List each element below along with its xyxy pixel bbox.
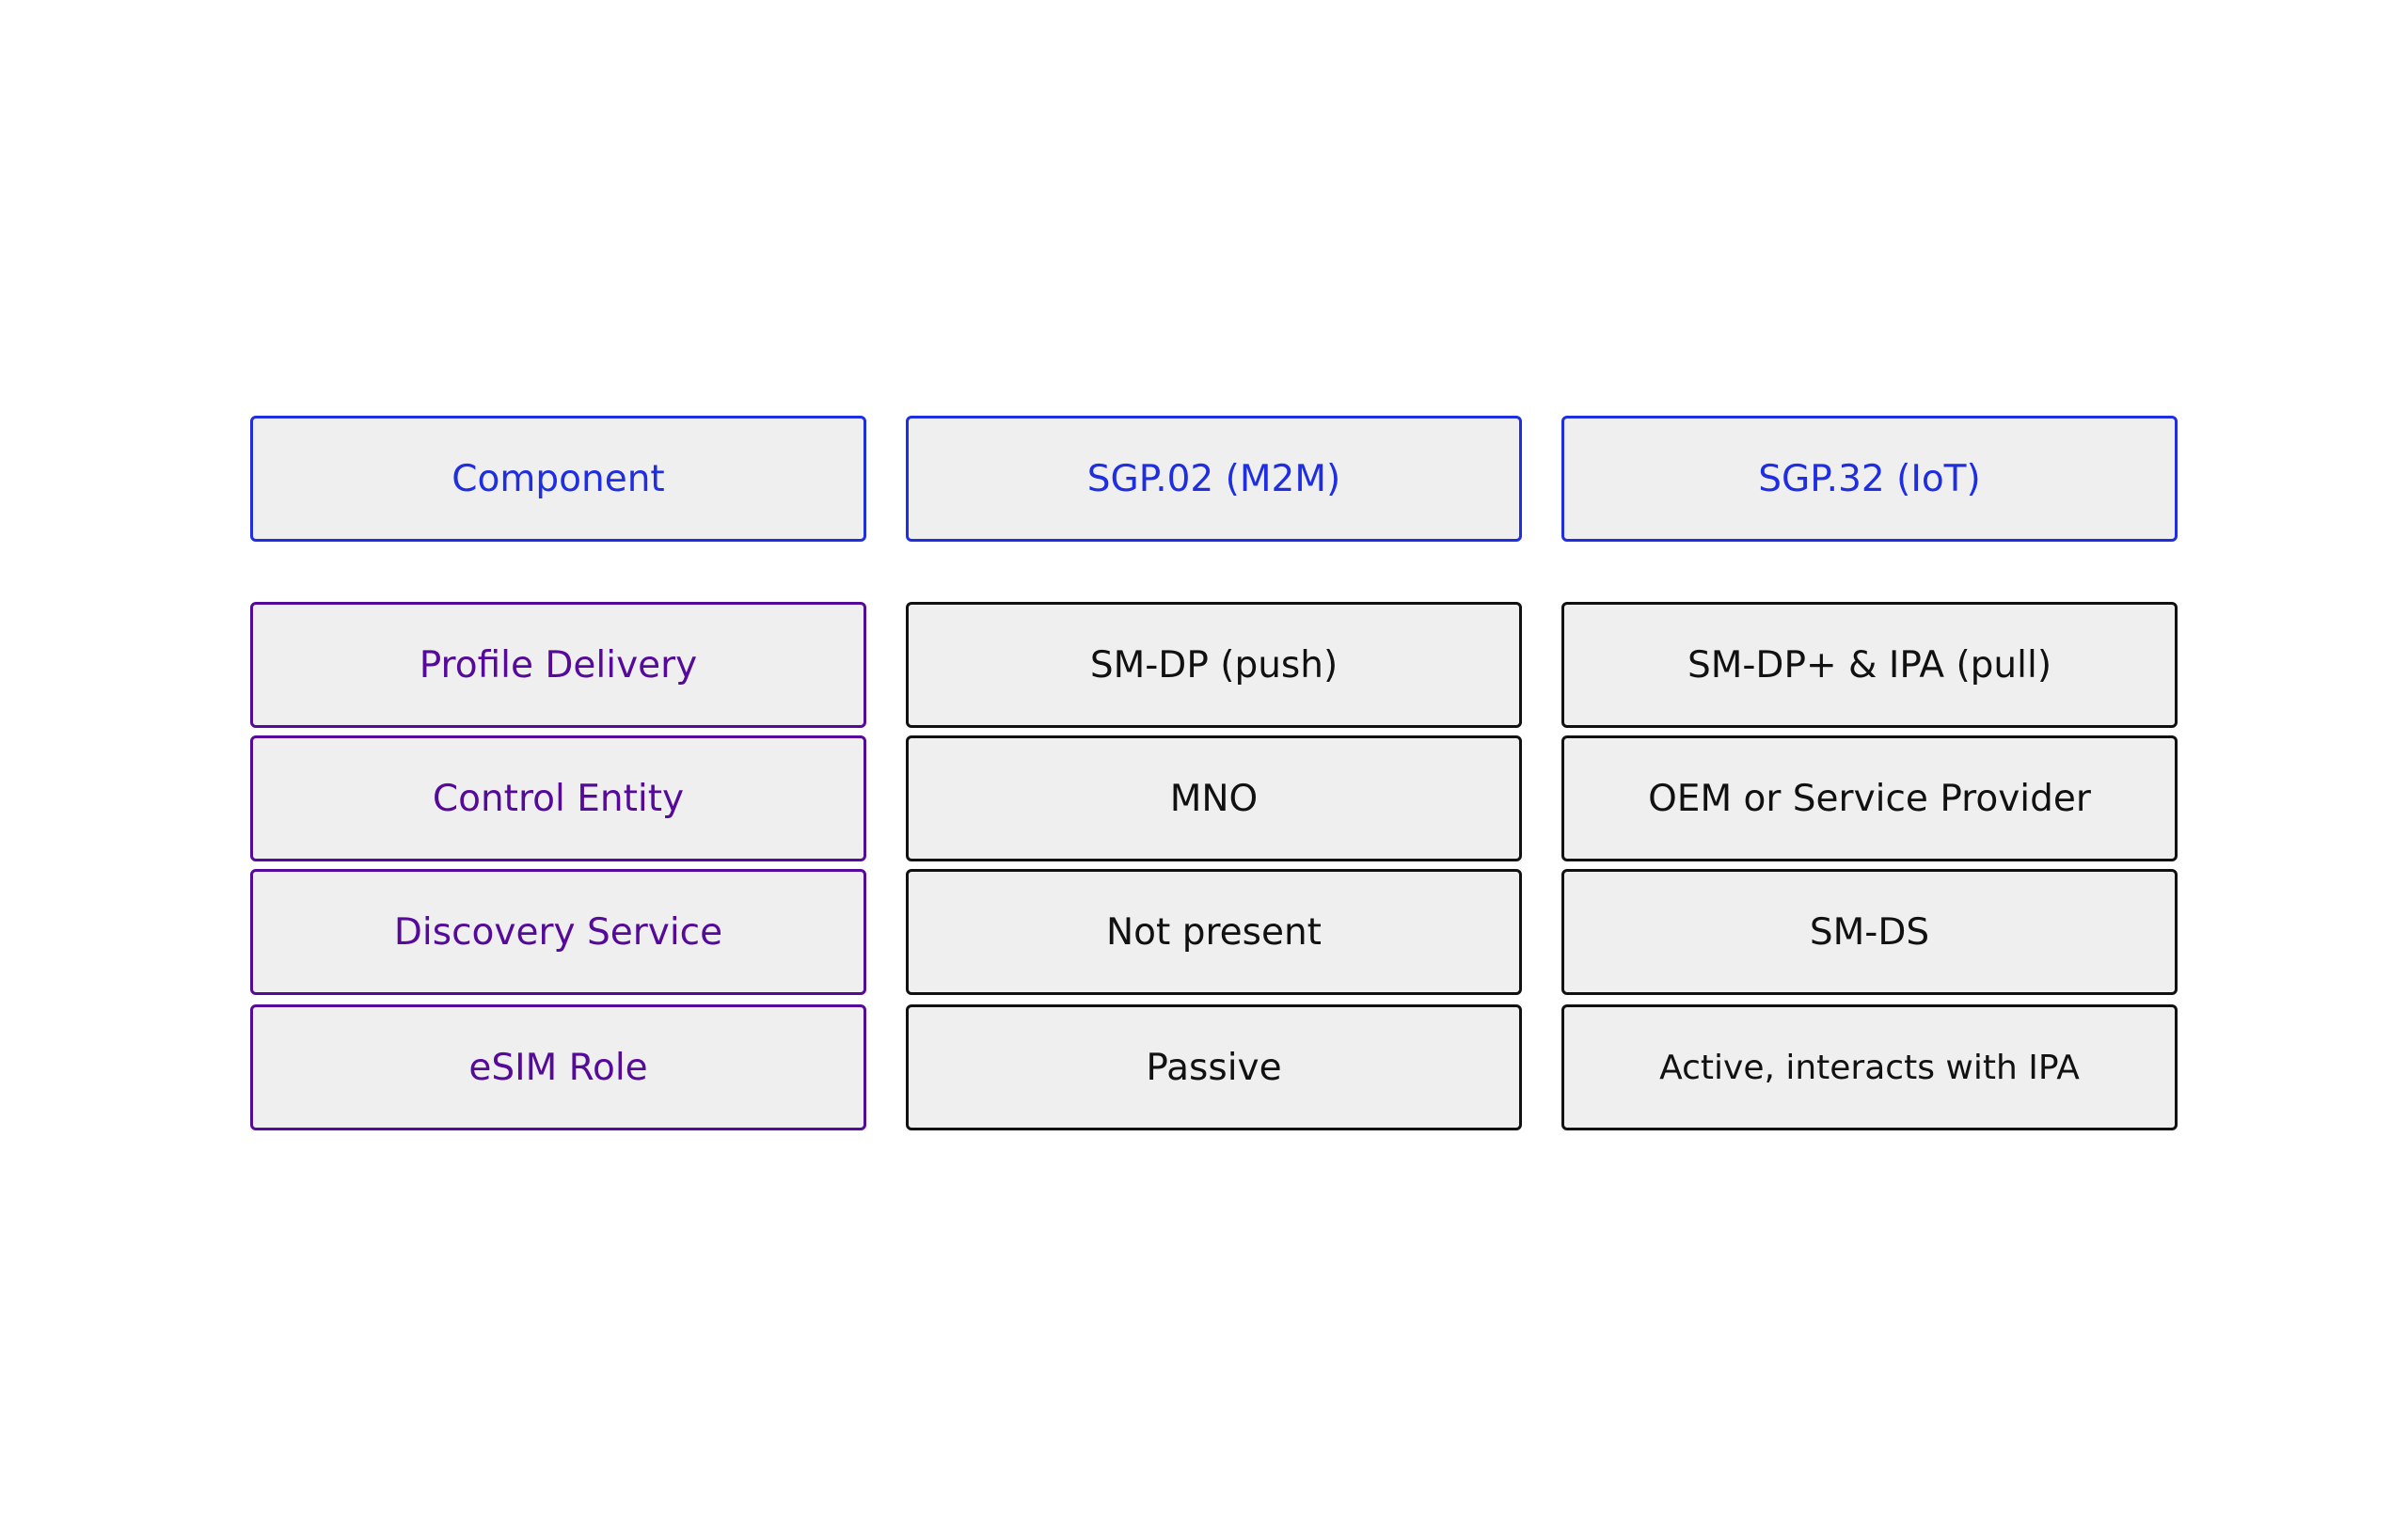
header-sgp32: SGP.32 (IoT) — [1561, 416, 2178, 542]
cell-iot-esim-role: Active, interacts with IPA — [1561, 1004, 2178, 1130]
cell-iot-discovery-service: SM-DS — [1561, 869, 2178, 995]
cell-iot-profile-delivery: SM-DP+ & IPA (pull) — [1561, 602, 2178, 728]
cell-m2m-esim-role: Passive — [906, 1004, 1522, 1130]
cell-text: SM-DP+ & IPA (pull) — [1687, 643, 2052, 687]
cell-m2m-profile-delivery: SM-DP (push) — [906, 602, 1522, 728]
row-label-text: eSIM Role — [468, 1046, 648, 1089]
row-label-text: Discovery Service — [393, 910, 723, 954]
header-sgp32-text: SGP.32 (IoT) — [1758, 457, 1981, 500]
cell-text: Active, interacts with IPA — [1659, 1048, 2080, 1087]
header-component-text: Component — [452, 457, 665, 500]
row-label-esim-role: eSIM Role — [250, 1004, 866, 1130]
cell-text: Not present — [1106, 910, 1322, 954]
header-sgp02: SGP.02 (M2M) — [906, 416, 1522, 542]
header-component: Component — [250, 416, 866, 542]
cell-text: MNO — [1169, 777, 1259, 820]
cell-text: Passive — [1146, 1046, 1282, 1089]
cell-text: OEM or Service Provider — [1648, 777, 2091, 820]
cell-text: SM-DS — [1809, 910, 1930, 954]
header-sgp02-text: SGP.02 (M2M) — [1086, 457, 1341, 500]
cell-iot-control-entity: OEM or Service Provider — [1561, 735, 2178, 861]
row-label-profile-delivery: Profile Delivery — [250, 602, 866, 728]
row-label-text: Profile Delivery — [419, 643, 698, 687]
row-label-control-entity: Control Entity — [250, 735, 866, 861]
row-label-discovery-service: Discovery Service — [250, 869, 866, 995]
cell-m2m-control-entity: MNO — [906, 735, 1522, 861]
cell-text: SM-DP (push) — [1089, 643, 1339, 687]
cell-m2m-discovery-service: Not present — [906, 869, 1522, 995]
row-label-text: Control Entity — [432, 777, 685, 820]
